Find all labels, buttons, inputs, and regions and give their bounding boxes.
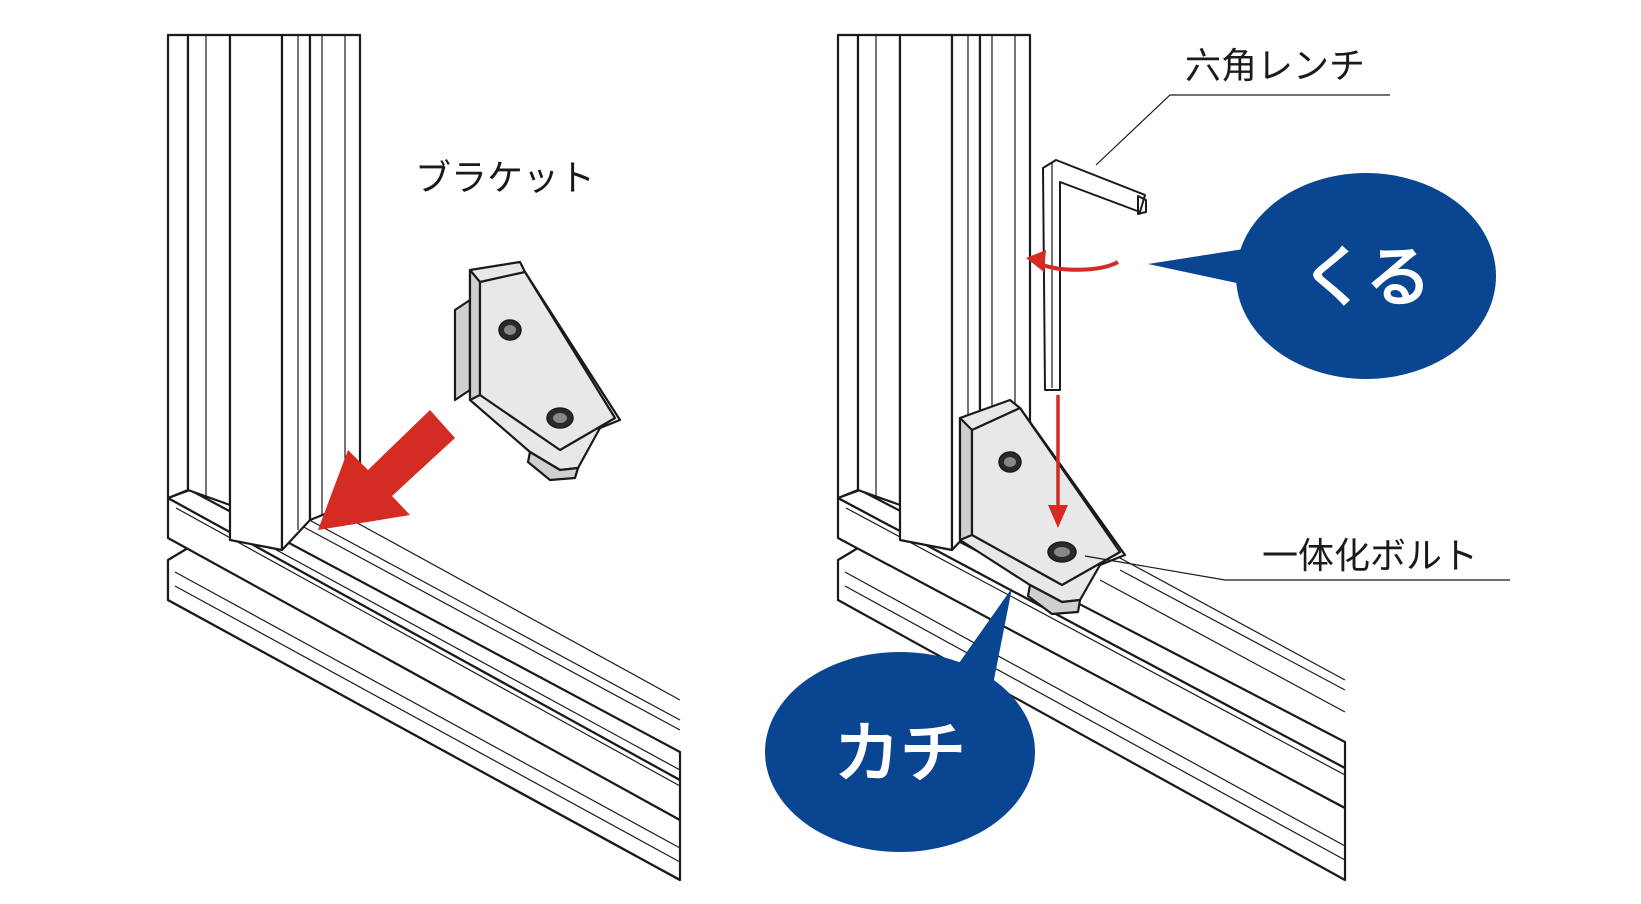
left-bracket — [453, 260, 622, 482]
bracket-label: ブラケット — [415, 158, 595, 199]
right-bracket — [958, 398, 1127, 616]
left-horizontal-extrusion — [166, 488, 682, 822]
integrated-bolt-label: 一体化ボルト — [1262, 536, 1478, 577]
rotation-arrow-icon — [1026, 250, 1119, 272]
click-bubble: カチ — [765, 588, 1035, 852]
bolt-leader — [1084, 555, 1510, 581]
turn-bubble: くる — [1148, 173, 1496, 379]
hex-wrench-leader — [1095, 94, 1390, 166]
red-arrow-icon — [318, 410, 455, 530]
click-bubble-text: カチ — [834, 715, 966, 792]
left-base-rail — [166, 546, 682, 882]
right-panel: 六角レンチ 一体化ボルト くる カチ — [765, 33, 1510, 882]
hex-wrench-label: 六角レンチ — [1185, 46, 1365, 87]
red-down-arrow-icon — [1048, 395, 1068, 528]
left-vertical-extrusion — [166, 33, 362, 552]
turn-bubble-text: くる — [1301, 239, 1432, 316]
hex-wrench — [1042, 159, 1147, 391]
left-panel: ブラケット — [166, 33, 682, 882]
right-base-rail — [836, 546, 1347, 882]
